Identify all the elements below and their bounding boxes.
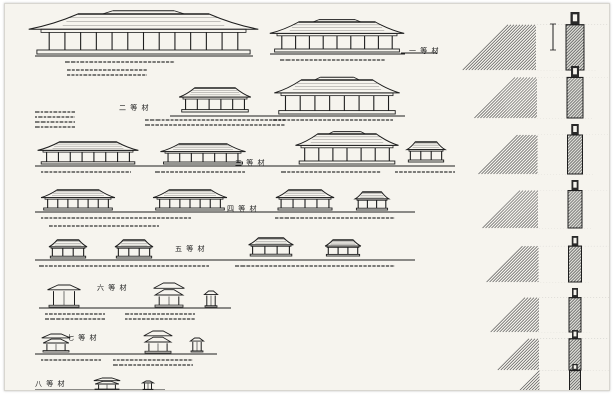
- pavilion-icon: [140, 380, 156, 390]
- pavilion-icon: [143, 330, 173, 354]
- building-icon: [248, 237, 294, 257]
- grade-label-1: 一 等 材: [409, 47, 440, 55]
- illegible-caption: [113, 359, 193, 366]
- grade-label-7: 七 等 材: [67, 334, 98, 342]
- building-icon: [48, 239, 88, 259]
- building-icon: [353, 191, 391, 211]
- grade-label-6: 六 等 材: [97, 284, 128, 292]
- building-icon: [40, 189, 116, 211]
- building-icon: [28, 10, 259, 55]
- illegible-caption: [35, 111, 75, 128]
- illegible-caption: [45, 313, 105, 320]
- elevation-drawings: [28, 10, 609, 390]
- illegible-caption: [145, 119, 285, 126]
- pavilion-icon: [93, 377, 121, 390]
- building-icon: [37, 141, 139, 165]
- pavilion-icon: [153, 282, 185, 308]
- building-icon: [295, 131, 399, 165]
- building-icon: [114, 239, 154, 259]
- grade-label-2: 二 等 材: [119, 104, 150, 112]
- building-icon: [269, 19, 405, 53]
- building-icon: [160, 143, 246, 165]
- building-icon: [405, 141, 447, 163]
- timber-section-icon: [519, 364, 609, 390]
- pavilion-icon: [203, 290, 219, 308]
- pavilion-icon: [189, 337, 205, 353]
- grade-label-3: 三 等 材: [235, 159, 266, 167]
- building-icon: [324, 239, 362, 257]
- building-icon: [178, 87, 252, 113]
- timber-section-icon: [482, 180, 609, 229]
- building-icon: [274, 76, 400, 115]
- building-icon: [275, 189, 335, 211]
- drawing-sheet: 一 等 材 二 等 材 三 等 材 四 等 材 五 等 材 六 等 材 七 等 …: [4, 3, 610, 391]
- timber-section-icon: [462, 12, 609, 71]
- pavilion-icon: [41, 333, 71, 353]
- timber-section-icon: [490, 288, 609, 333]
- grade-label-8: 八 等 材: [35, 380, 66, 388]
- illegible-caption: [67, 69, 147, 76]
- pavilion-icon: [47, 284, 81, 308]
- timber-section-icon: [497, 330, 609, 371]
- timber-section-icon: [486, 236, 609, 283]
- grade-label-5: 五 等 材: [175, 245, 206, 253]
- building-icon: [152, 189, 228, 211]
- timber-section-icon: [474, 66, 609, 119]
- illegible-caption: [125, 313, 195, 320]
- timber-section-icon: [478, 124, 609, 175]
- grade-label-4: 四 等 材: [227, 205, 258, 213]
